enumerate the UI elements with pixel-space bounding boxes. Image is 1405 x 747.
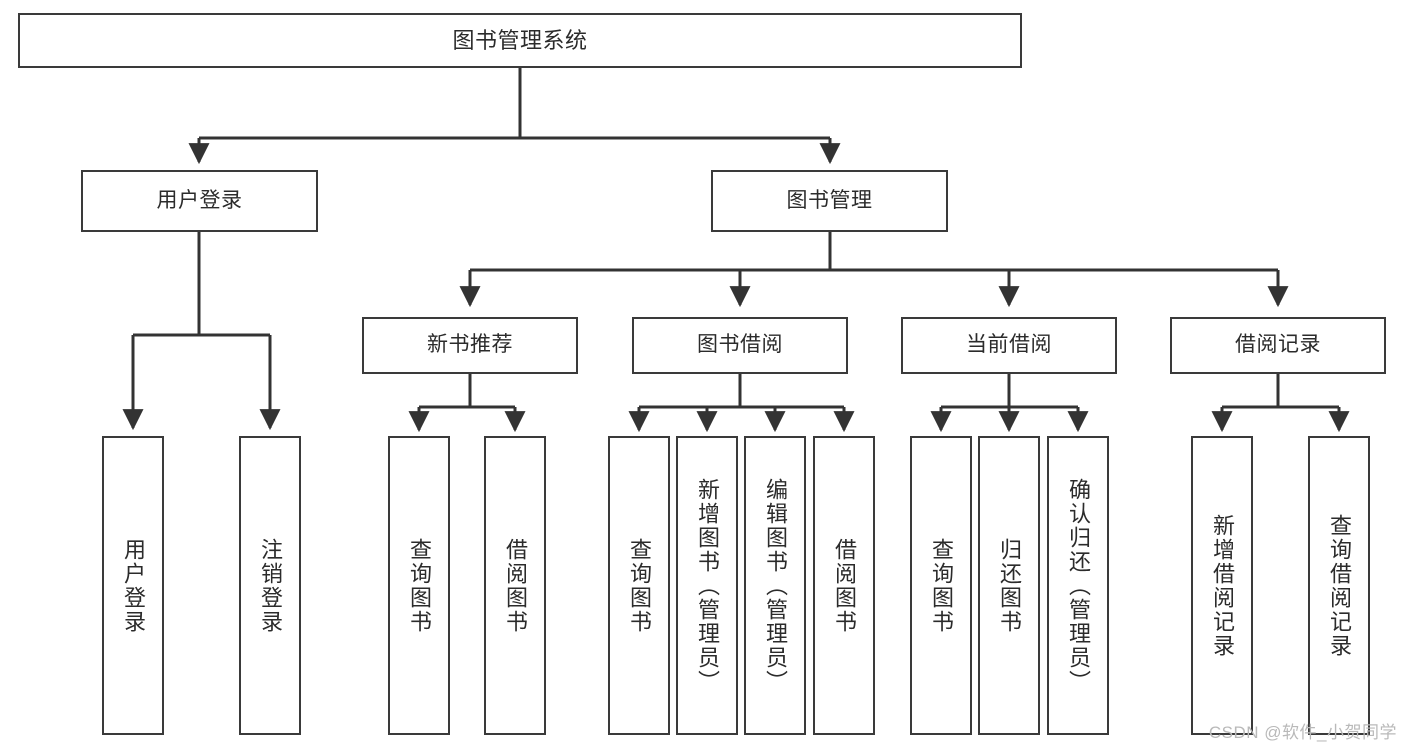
node-leaf-borrow-book-1[interactable]: 借阅图书 (484, 436, 546, 735)
node-book-manage[interactable]: 图书管理 (711, 170, 948, 232)
node-leaf-logout[interactable]: 注销登录 (239, 436, 301, 735)
node-current-borrow-label: 当前借阅 (966, 333, 1052, 357)
node-root-label: 图书管理系统 (452, 27, 588, 53)
node-book-borrow-label: 图书借阅 (697, 333, 783, 357)
node-leaf-borrow-book-2[interactable]: 借阅图书 (813, 436, 875, 735)
node-borrow-record-label: 借阅记录 (1235, 333, 1321, 357)
node-leaf-add-book[interactable]: 新增图书（管理员） (676, 436, 738, 735)
node-leaf-user-login-label: 用户登录 (121, 537, 146, 634)
node-book-borrow[interactable]: 图书借阅 (632, 317, 848, 374)
node-book-manage-label: 图书管理 (786, 188, 873, 212)
node-leaf-return-book[interactable]: 归还图书 (978, 436, 1040, 735)
node-leaf-query-book-2-label: 查询图书 (627, 537, 652, 634)
node-leaf-add-record-label: 新增借阅记录 (1210, 513, 1235, 658)
node-leaf-confirm-return-label: 确认归还（管理员） (1066, 477, 1091, 694)
node-user-login-label: 用户登录 (156, 188, 243, 212)
node-leaf-query-record-label: 查询借阅记录 (1327, 513, 1352, 658)
node-leaf-query-book-2[interactable]: 查询图书 (608, 436, 670, 735)
node-borrow-record[interactable]: 借阅记录 (1170, 317, 1386, 374)
node-leaf-query-book-1-label: 查询图书 (407, 537, 432, 634)
node-leaf-borrow-book-1-label: 借阅图书 (503, 537, 528, 634)
node-leaf-add-book-label: 新增图书（管理员） (695, 477, 720, 694)
node-current-borrow[interactable]: 当前借阅 (901, 317, 1117, 374)
node-root[interactable]: 图书管理系统 (18, 13, 1022, 68)
node-leaf-confirm-return[interactable]: 确认归还（管理员） (1047, 436, 1109, 735)
node-leaf-query-book-3[interactable]: 查询图书 (910, 436, 972, 735)
node-leaf-user-login[interactable]: 用户登录 (102, 436, 164, 735)
node-leaf-logout-label: 注销登录 (258, 537, 283, 634)
node-leaf-borrow-book-2-label: 借阅图书 (832, 537, 857, 634)
node-new-book-recommend-label: 新书推荐 (427, 333, 513, 357)
node-new-book-recommend[interactable]: 新书推荐 (362, 317, 578, 374)
node-leaf-query-record[interactable]: 查询借阅记录 (1308, 436, 1370, 735)
node-leaf-query-book-1[interactable]: 查询图书 (388, 436, 450, 735)
node-user-login[interactable]: 用户登录 (81, 170, 318, 232)
node-leaf-edit-book[interactable]: 编辑图书（管理员） (744, 436, 806, 735)
node-leaf-query-book-3-label: 查询图书 (929, 537, 954, 634)
node-leaf-add-record[interactable]: 新增借阅记录 (1191, 436, 1253, 735)
node-leaf-edit-book-label: 编辑图书（管理员） (763, 477, 788, 694)
node-leaf-return-book-label: 归还图书 (997, 537, 1022, 634)
